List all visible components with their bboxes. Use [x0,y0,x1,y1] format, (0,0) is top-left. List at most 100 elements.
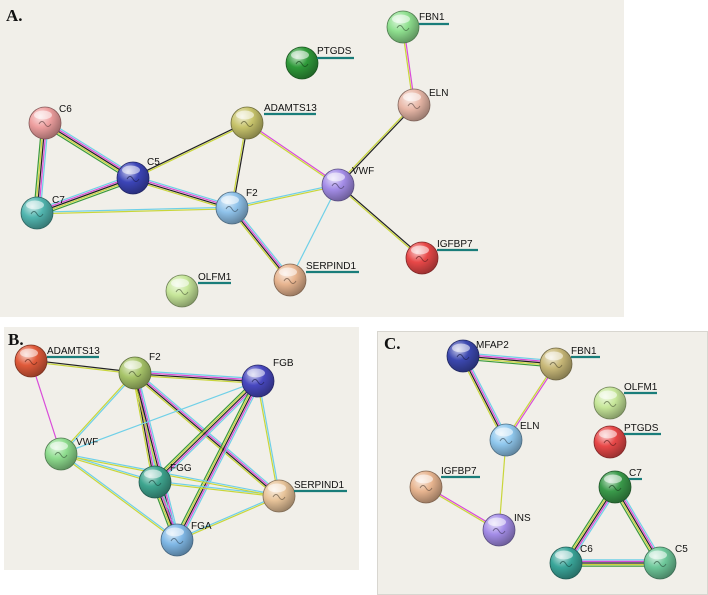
node-a-c6[interactable]: C6 [28,104,72,140]
node-b-fgg[interactable]: FGG [138,463,192,499]
node-highlight [604,474,622,484]
node-a-eln[interactable]: ELN [397,88,448,122]
edge-b-f2-vwf [59,372,137,455]
node-label: ELN [520,421,539,432]
node-a-c7[interactable]: C7 [20,195,65,230]
node-highlight [268,483,286,493]
protein-structure-icon [240,121,254,127]
edge-evidence-line [42,125,132,182]
edge-evidence-line [132,121,247,178]
node-label: OLFM1 [198,272,232,283]
node-c-igfbp7[interactable]: IGFBP7 [409,466,480,504]
node-a-f2[interactable]: F2 [215,188,258,225]
edge-evidence-line [30,361,135,375]
node-label: IGFBP7 [437,239,473,250]
node-label: FBN1 [419,12,445,23]
node-c-eln[interactable]: ELN [489,421,539,457]
edge-a-adamts13-vwf [246,121,339,187]
protein-structure-icon [331,183,345,189]
edge-b-fgb-vwf [60,380,259,455]
node-highlight [599,390,617,400]
node-a-c5[interactable]: C5 [116,157,160,195]
edge-evidence-line [134,374,258,384]
edge-b-fgb-serpind1 [256,380,281,497]
protein-structure-icon [54,452,68,458]
edge-a-c7-c5 [35,174,135,217]
edge-evidence-line [61,452,178,540]
node-highlight [166,527,184,537]
node-label: FBN1 [571,346,597,357]
protein-structure-icon [30,211,44,217]
node-highlight [555,550,573,560]
node-highlight [649,550,667,560]
node-b-fgb[interactable]: FGB [241,358,294,398]
edge-evidence-line [37,180,135,217]
node-a-olfm1[interactable]: OLFM1 [165,272,232,308]
node-a-adamts13[interactable]: ADAMTS13 [230,103,317,140]
protein-structure-icon [492,528,506,534]
node-label: SERPIND1 [306,261,356,272]
node-c-fbn1[interactable]: FBN1 [539,346,600,381]
node-b-adamts13[interactable]: ADAMTS13 [14,344,100,378]
protein-structure-icon [24,359,38,365]
node-a-serpind1[interactable]: SERPIND1 [273,261,359,297]
edge-evidence-line [152,378,257,481]
node-a-igfbp7[interactable]: IGFBP7 [405,239,478,275]
edge-evidence-line [338,183,423,258]
edge-evidence-line [60,380,259,455]
node-b-f2[interactable]: F2 [118,352,161,390]
node-highlight [403,92,421,102]
edge-evidence-line [256,381,279,497]
node-highlight [124,360,142,370]
edge-a-c7-f2 [36,206,233,215]
panel-b-letter: B. [8,330,24,349]
edge-evidence-line [134,373,279,498]
node-a-vwf[interactable]: VWF [321,166,374,202]
node-c-olfm1[interactable]: OLFM1 [593,382,658,420]
edge-a-vwf-serpind1 [289,184,339,281]
node-highlight [122,165,140,175]
edge-evidence-line [36,175,133,213]
node-b-vwf[interactable]: VWF [44,437,98,471]
node-label: VWF [76,437,98,448]
edge-evidence-line [247,121,339,185]
node-highlight [452,343,470,353]
node-b-fga[interactable]: FGA [160,521,212,557]
node-c-c5[interactable]: C5 [643,544,688,580]
node-highlight [236,110,254,120]
node-label: MFAP2 [476,340,509,351]
edge-evidence-line [61,373,137,455]
node-b-serpind1[interactable]: SERPIND1 [262,479,347,513]
edge-evidence-line [179,382,262,542]
edge-a-f2-vwf [231,183,339,210]
node-c-ptgds[interactable]: PTGDS [593,423,661,459]
edge-b-fgb-fga [173,379,262,542]
edge-evidence-line [133,373,177,541]
edge-b-vwf-serpind1 [60,452,280,498]
edge-evidence-line [36,177,134,214]
node-c-ins[interactable]: INS [482,513,531,547]
node-highlight [599,429,617,439]
node-label: C6 [580,544,593,555]
edge-evidence-line [177,496,280,542]
node-a-fbn1[interactable]: FBN1 [386,10,449,44]
node-c-c7[interactable]: C7 [598,468,642,504]
protein-structure-icon [272,494,286,500]
node-c-c6[interactable]: C6 [549,544,593,580]
protein-structure-icon [603,401,617,407]
edge-evidence-line [135,371,280,496]
edge-evidence-line [336,104,414,185]
edge-evidence-line [36,206,232,213]
node-label: ADAMTS13 [47,346,100,357]
edge-evidence-line [59,372,135,454]
edge-evidence-line [132,373,176,541]
edge-a-c6-c5 [42,119,136,182]
edge-evidence-line [135,371,259,381]
node-c-mfap2[interactable]: MFAP2 [446,339,509,373]
node-label: ELN [429,88,448,99]
node-a-ptgds[interactable]: PTGDS [285,46,354,80]
edge-evidence-line [338,105,416,186]
edge-evidence-line [231,183,338,208]
edge-evidence-line [133,123,248,180]
